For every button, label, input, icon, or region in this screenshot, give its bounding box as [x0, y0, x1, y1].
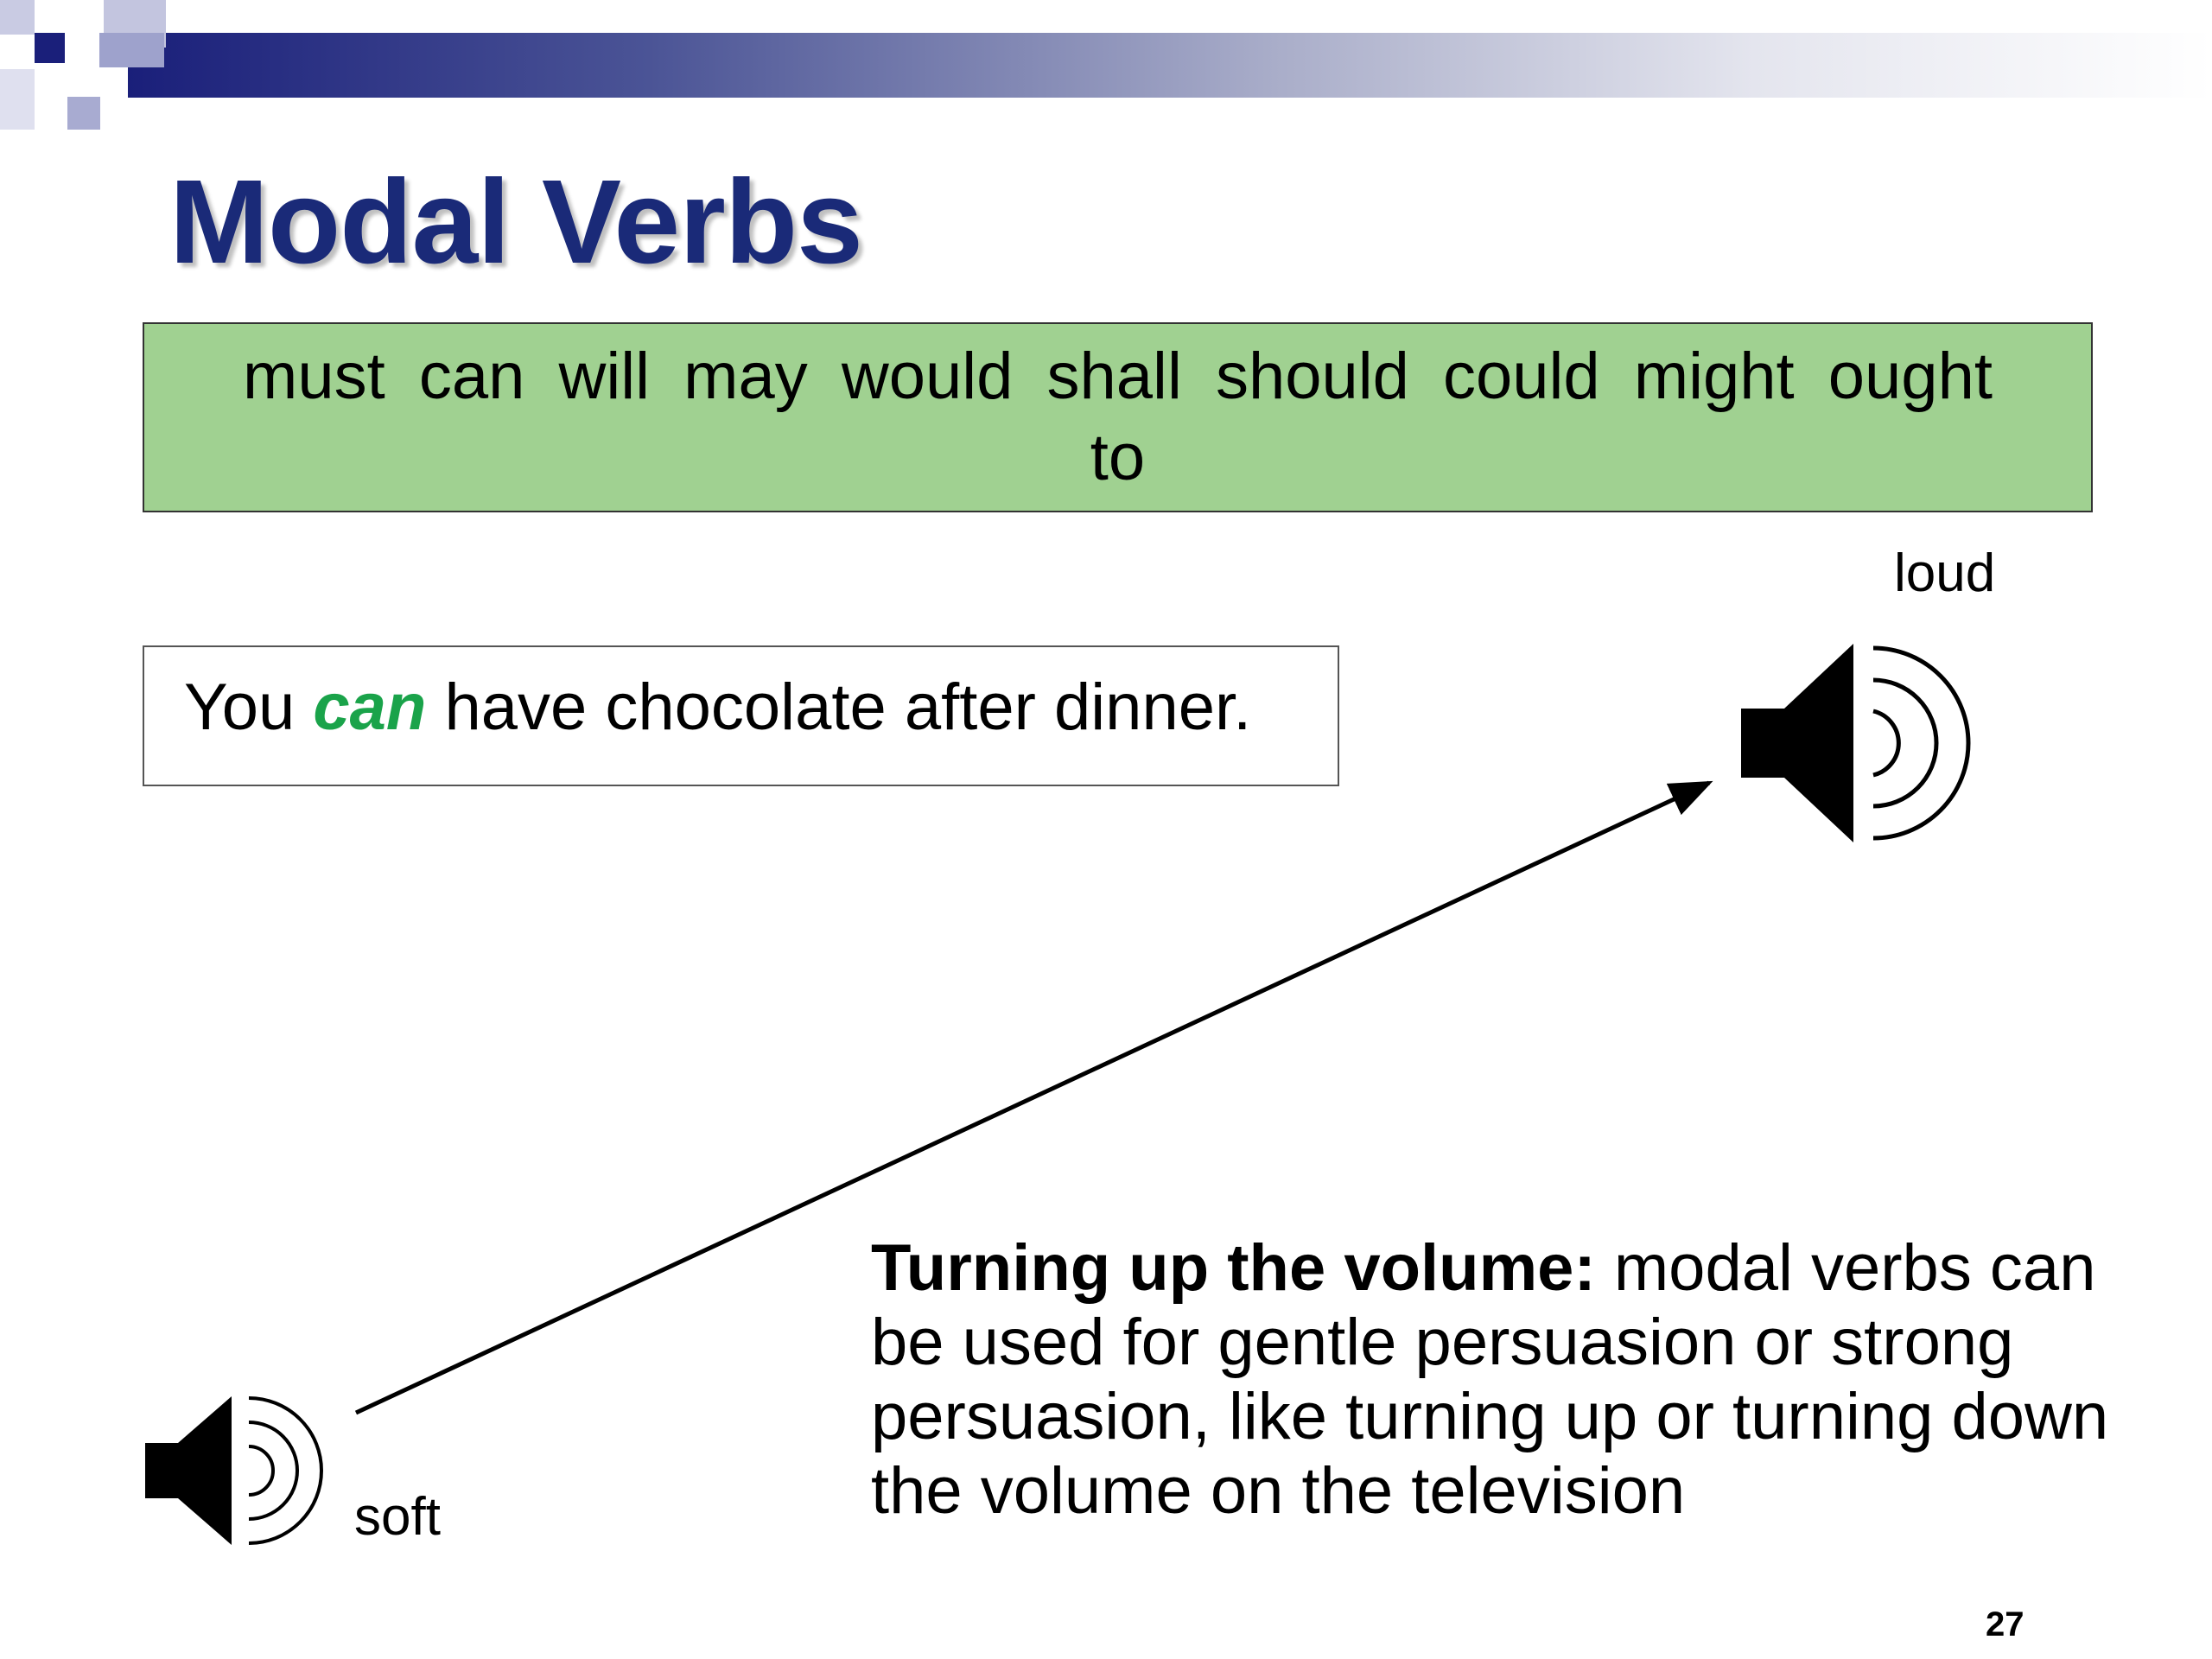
header-decor-square	[0, 0, 35, 35]
example-sentence-box: You can have chocolate after dinner.	[143, 645, 1339, 786]
page-number: 27	[1986, 1605, 2024, 1643]
slide-title: Modal Verbs	[169, 156, 863, 289]
header-gradient-bar	[128, 33, 2212, 98]
example-text-after: have chocolate after dinner.	[426, 671, 1252, 744]
modal-verbs-box: must can will may would shall should cou…	[143, 322, 2093, 512]
modal-verbs-list: must can will may would shall should cou…	[243, 340, 1993, 494]
speaker-soft-icon	[145, 1396, 323, 1545]
explanation-lead: Turning up the volume:	[871, 1231, 1596, 1305]
header-decor-square	[0, 69, 35, 130]
header-decor-square	[67, 97, 100, 130]
speaker-loud-icon	[1741, 644, 1971, 842]
loud-label: loud	[1894, 543, 1996, 603]
header-decor-square	[99, 33, 164, 67]
soft-label: soft	[354, 1487, 441, 1547]
example-text-before: You	[184, 671, 314, 744]
explanation-text: Turning up the volume: modal verbs can b…	[871, 1231, 2167, 1529]
explanation-body: modal verbs can be used for gentle persu…	[871, 1231, 2109, 1528]
example-modal-word: can	[313, 671, 427, 744]
header-decor-square	[35, 33, 65, 63]
